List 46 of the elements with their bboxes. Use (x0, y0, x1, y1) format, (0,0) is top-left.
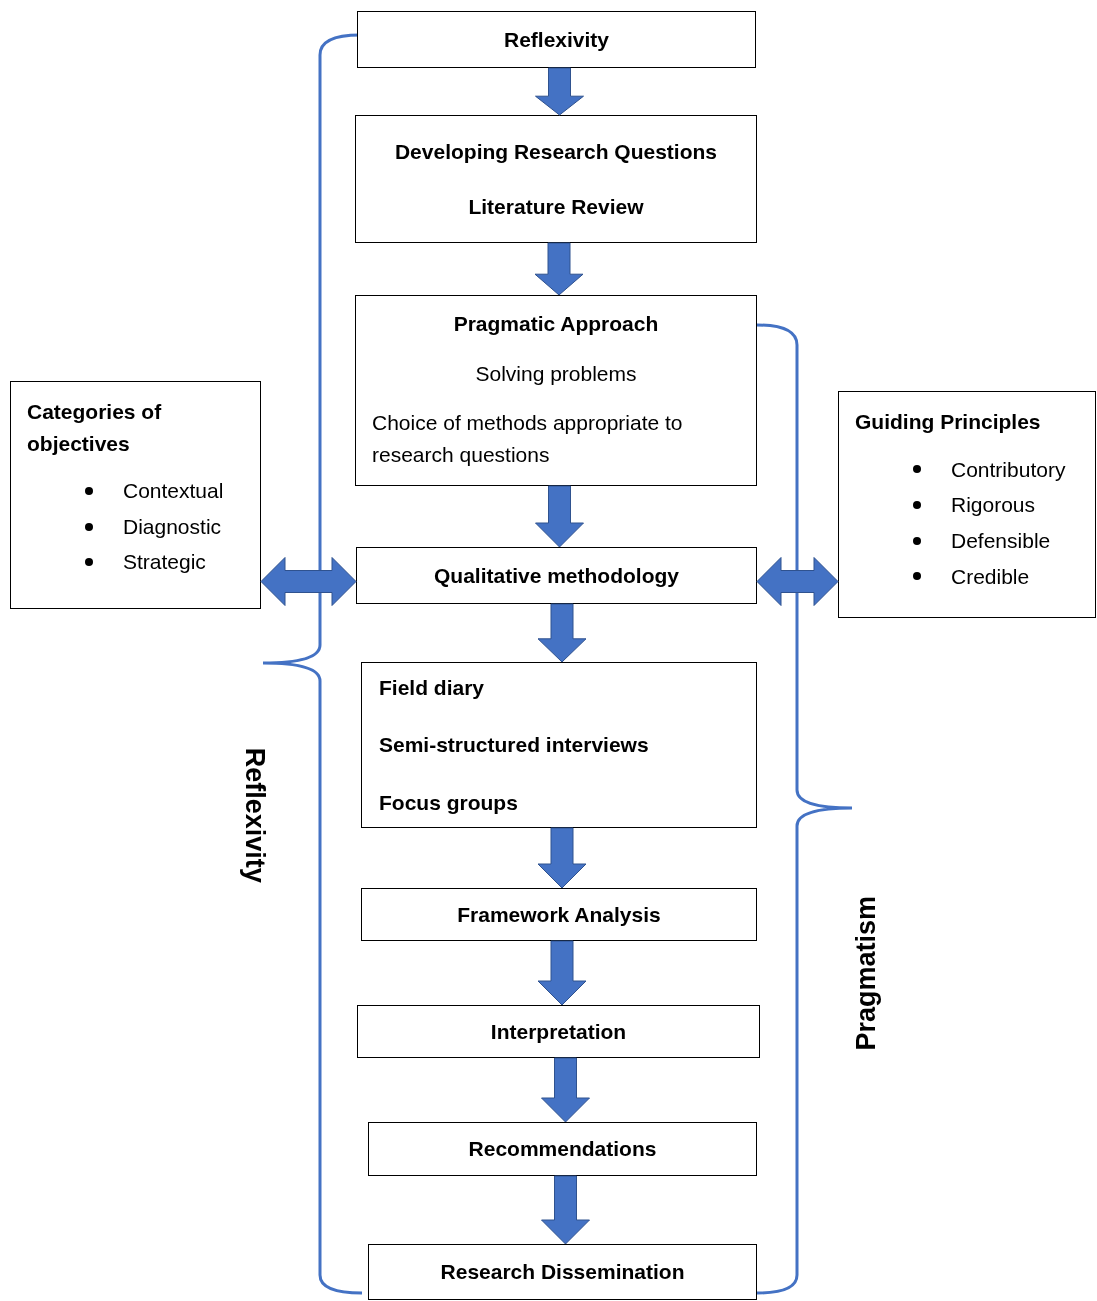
step-title: Developing Research Questions (394, 138, 718, 165)
step-title: Reflexivity (503, 26, 610, 53)
step-box (361, 888, 757, 941)
step-item: Focus groups (379, 789, 519, 816)
bullet-item: Rigorous (951, 492, 1036, 519)
bullet-item: Strategic (123, 549, 206, 576)
block-arrow (541, 1175, 590, 1245)
step-title: Recommendations (468, 1136, 657, 1163)
bullet-item: Credible (951, 563, 1030, 590)
step-box (357, 1005, 760, 1058)
bullet-item: Contextual (123, 478, 224, 504)
step-box (356, 547, 757, 604)
block-arrow (535, 67, 584, 116)
step-item: Field diary (379, 674, 486, 701)
box-heading: Categories of objectives (27, 399, 163, 457)
step-box (357, 11, 756, 68)
bracket-label: Reflexivity (239, 747, 272, 883)
step-item: Semi-structured interviews (379, 732, 650, 759)
box-heading: Guiding Principles (855, 409, 1042, 435)
step-box (361, 662, 757, 828)
step-text: Solving problems (474, 360, 638, 387)
block-arrow (535, 485, 584, 548)
step-box (355, 115, 757, 243)
step-title: Interpretation (490, 1018, 627, 1045)
step-box (355, 295, 757, 486)
step-title: Pragmatic Approach (452, 311, 660, 337)
step-box (368, 1244, 757, 1300)
double-block-arrow (756, 557, 839, 606)
block-arrow (537, 603, 587, 663)
double-block-arrow (260, 557, 357, 606)
step-title: Qualitative methodology (434, 562, 679, 589)
step-text: Choice of methods appropriate to research questions (372, 410, 684, 468)
block-arrow (537, 827, 587, 889)
block-arrow (541, 1057, 590, 1123)
bullet-item: Defensible (951, 527, 1051, 554)
step-box (838, 391, 1096, 618)
block-arrow (537, 940, 587, 1006)
bullet-item: Diagnostic (123, 513, 222, 540)
step-title: Literature Review (468, 194, 644, 220)
step-title: Framework Analysis (457, 901, 661, 928)
bullet-item: Contributory (951, 456, 1066, 483)
step-box (368, 1122, 757, 1176)
step-box (10, 381, 261, 609)
block-arrow (534, 242, 584, 296)
bracket-label: Pragmatism (849, 895, 882, 1051)
step-title: Research Dissemination (440, 1259, 685, 1286)
